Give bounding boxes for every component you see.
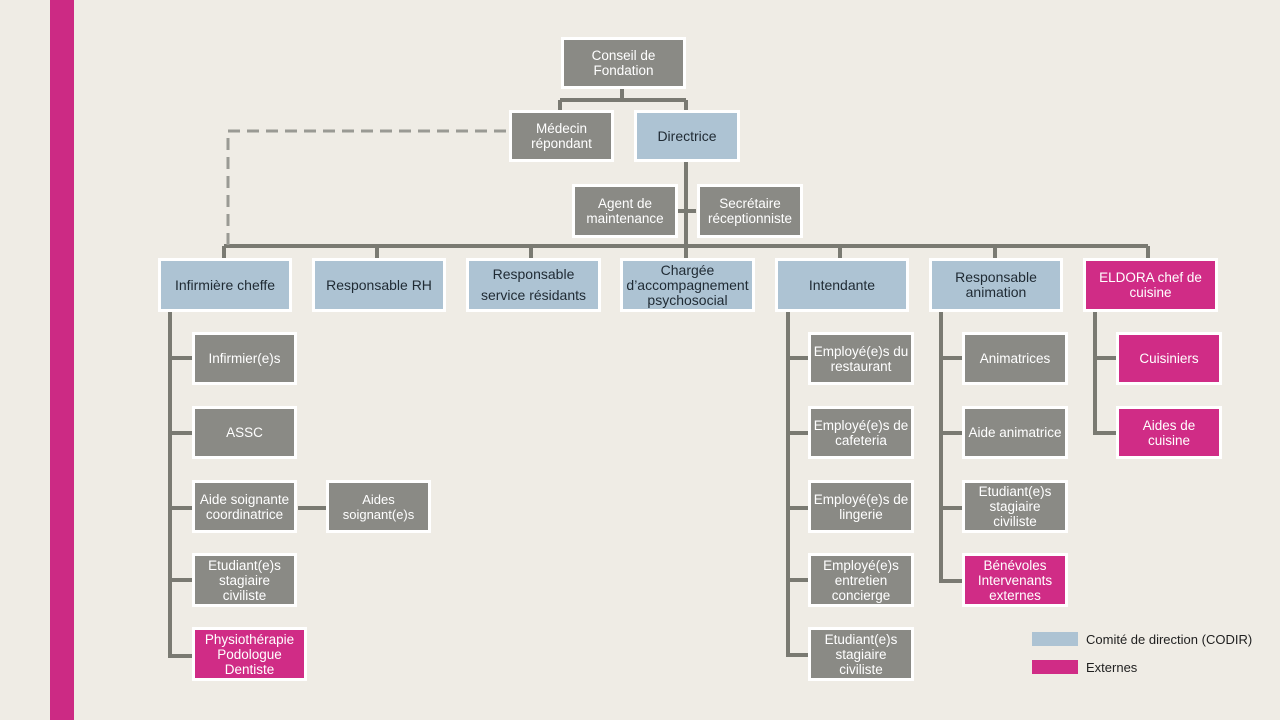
node-responsable-service-residants: Responsable service résidants	[466, 258, 601, 312]
node-intendante: Intendante	[775, 258, 909, 312]
connector-drops	[222, 246, 1150, 260]
node-etudiants-animation: Etudiant(e)s stagiaire civiliste	[962, 480, 1068, 533]
connector-conseil	[558, 87, 688, 112]
node-responsable-animation: Responsable animation	[929, 258, 1063, 312]
legend-swatch-codir	[1032, 632, 1078, 646]
node-employes-cafeteria: Employé(e)s de cafeteria	[808, 406, 914, 459]
node-etudiants-intendance: Etudiant(e)s stagiaire civiliste	[808, 627, 914, 681]
node-aides-cuisine: Aides de cuisine	[1116, 406, 1222, 459]
node-medecin-repondant: Médecin répondant	[509, 110, 614, 162]
node-employes-restaurant: Employé(e)s du restaurant	[808, 332, 914, 385]
node-employes-lingerie: Employé(e)s de lingerie	[808, 480, 914, 533]
node-directrice: Directrice	[634, 110, 740, 162]
connector-eldora	[1093, 310, 1116, 435]
legend-swatch-externes	[1032, 660, 1078, 674]
node-assc: ASSC	[192, 406, 297, 459]
node-agent-maintenance: Agent de maintenance	[572, 184, 678, 238]
accent-bar	[50, 0, 74, 720]
node-infirmiers: Infirmier(e)s	[192, 332, 297, 385]
connector-medecin-dashed	[226, 129, 506, 252]
connector-directrice	[676, 160, 696, 246]
node-secretaire-receptionniste: Secrétaire réceptionniste	[697, 184, 803, 238]
node-chargee-accompagnement: Chargée d’accompagnement psychosocial	[620, 258, 755, 312]
node-employes-entretien: Employé(e)s entretien concierge	[808, 553, 914, 607]
node-responsable-rh: Responsable RH	[312, 258, 446, 312]
node-cuisiniers: Cuisiniers	[1116, 332, 1222, 385]
node-eldora-chef-cuisine: ELDORA chef de cuisine	[1083, 258, 1218, 312]
node-animatrices: Animatrices	[962, 332, 1068, 385]
node-etudiants-soins: Etudiant(e)s stagiaire civiliste	[192, 553, 297, 607]
node-aide-animatrice: Aide animatrice	[962, 406, 1068, 459]
legend-label-externes: Externes	[1086, 660, 1138, 675]
node-aides-soignants: Aides soignant(e)s	[326, 480, 431, 533]
node-infirmiere-cheffe: Infirmière cheffe	[158, 258, 292, 312]
connector-intendante	[786, 310, 808, 657]
node-conseil-de-fondation: Conseil de Fondation	[561, 37, 686, 89]
node-aide-soignante-coordinatrice: Aide soignante coordinatrice	[192, 480, 297, 533]
node-benevoles: Bénévoles Intervenants externes	[962, 553, 1068, 607]
connector-animation	[939, 310, 962, 583]
connector-infirmiere	[168, 310, 192, 658]
legend-label-codir: Comité de direction (CODIR)	[1086, 632, 1253, 647]
node-physiotherapie: Physiothérapie Podologue Dentiste	[192, 627, 307, 681]
